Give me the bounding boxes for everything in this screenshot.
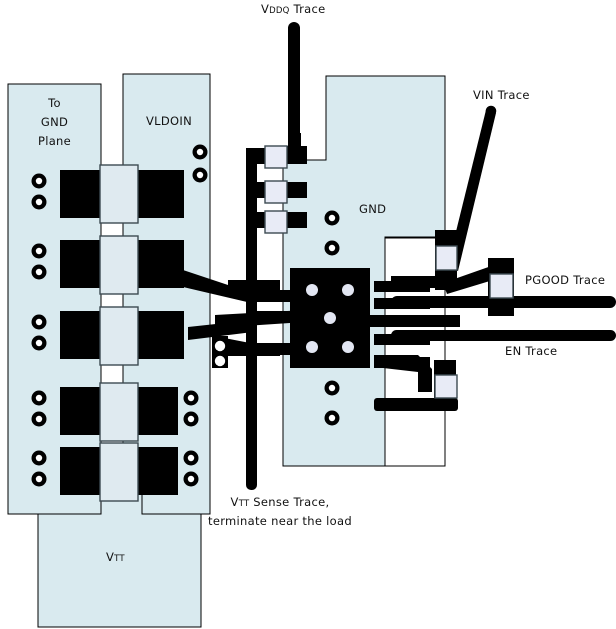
trace-cap2-right — [285, 182, 307, 198]
component-body — [99, 164, 139, 224]
trace-sense-vertical — [246, 350, 257, 490]
label-pgood-trace: PGOOD Trace — [525, 273, 606, 287]
label-to-gnd-plane: To GND Plane — [8, 94, 101, 151]
component-body — [99, 306, 139, 366]
pad-right — [136, 170, 184, 218]
component-row — [60, 235, 184, 295]
trace-cap1-up — [289, 133, 301, 149]
trace-ldo-out-3 — [188, 320, 253, 340]
component-row — [60, 442, 178, 502]
vddq-capacitors — [264, 145, 514, 399]
label-vin-trace: VIN Trace — [473, 88, 530, 102]
pad-left — [60, 311, 102, 359]
to-gnd-line-1: To — [48, 96, 61, 110]
pad-right — [136, 387, 178, 435]
trace-vin — [447, 110, 496, 271]
pad-left — [60, 447, 102, 495]
label-gnd-plane: GND — [359, 202, 387, 216]
trace-cap2-left — [246, 182, 268, 198]
pad-right — [136, 240, 184, 288]
trace-ic-right-pgood — [370, 315, 460, 327]
trace-vddq-bus-vertical — [246, 148, 257, 368]
trace-cap1-left — [246, 148, 268, 164]
trace-lower-right-elbow — [374, 355, 432, 392]
vias — [31, 144, 340, 487]
plane-vtt — [37, 491, 202, 628]
component-body — [99, 442, 139, 502]
label-vtt-plane: VTT — [106, 550, 125, 564]
vtt-sense-line-1: VTT Sense Trace, — [230, 495, 330, 509]
label-en-trace: EN Trace — [505, 344, 558, 358]
component-body — [99, 235, 139, 295]
trace-vin-left-stub — [391, 276, 443, 288]
trace-vddq — [288, 22, 300, 162]
trace-cap3-right — [285, 212, 307, 228]
component-body — [264, 180, 288, 204]
trace-en-long — [391, 330, 616, 341]
trace-cap1-right — [285, 146, 307, 164]
component-body — [434, 374, 458, 399]
component-body — [99, 382, 139, 442]
vtt-sense-line-2: terminate near the load — [208, 514, 352, 528]
pad-left — [60, 387, 102, 435]
label-vddq-trace: VDDQ Trace — [261, 2, 326, 16]
pad-right — [136, 447, 178, 495]
component-row — [60, 382, 178, 442]
pad-left — [60, 170, 102, 218]
component-body — [264, 210, 288, 234]
ic-thermal-vias — [306, 284, 354, 353]
component-body — [264, 145, 288, 169]
trace-pgood-long — [391, 296, 616, 308]
trace-vin-cap — [485, 105, 497, 117]
label-vtt-sense-trace: VTT Sense Trace, terminate near the load — [190, 494, 370, 530]
component-body — [489, 273, 514, 299]
component-row — [60, 164, 184, 224]
component-body — [435, 245, 458, 271]
trace-lower-right-bottom — [374, 398, 458, 411]
trace-cap3-left — [246, 212, 268, 228]
to-gnd-line-3: Plane — [37, 134, 72, 148]
to-gnd-line-2: GND — [40, 115, 69, 129]
label-vldoin-plane: VLDOIN — [146, 114, 192, 128]
trace-bus-tee — [228, 280, 280, 292]
pad-left — [60, 240, 102, 288]
left-component-column — [60, 164, 184, 502]
component-row — [60, 306, 184, 366]
pad-right — [136, 311, 184, 359]
